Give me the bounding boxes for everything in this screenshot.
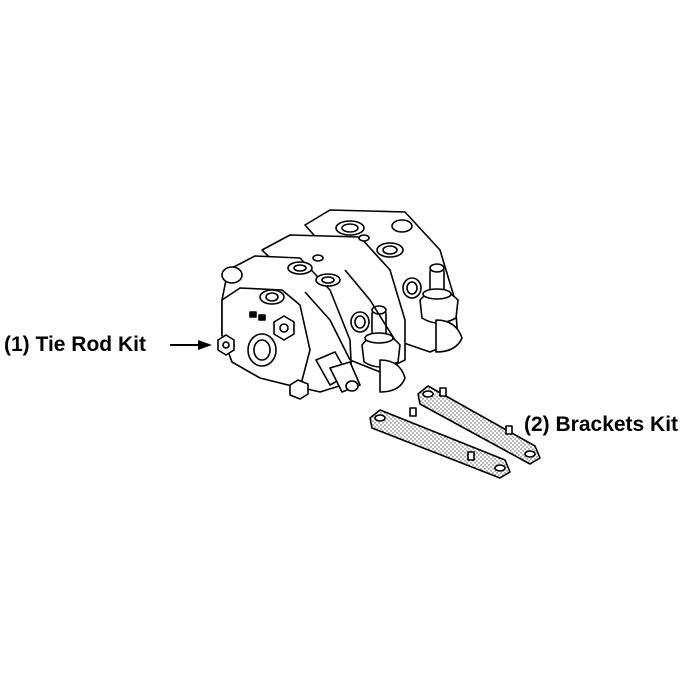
arrow-right-icon xyxy=(170,340,212,350)
tie-rod-kit-label: (1) Tie Rod Kit xyxy=(4,333,146,356)
brackets-kit-label: (2) Brackets Kit xyxy=(524,413,679,436)
control-valve-body xyxy=(217,209,463,400)
bracket-front xyxy=(369,407,511,479)
bracket-back xyxy=(417,385,541,465)
